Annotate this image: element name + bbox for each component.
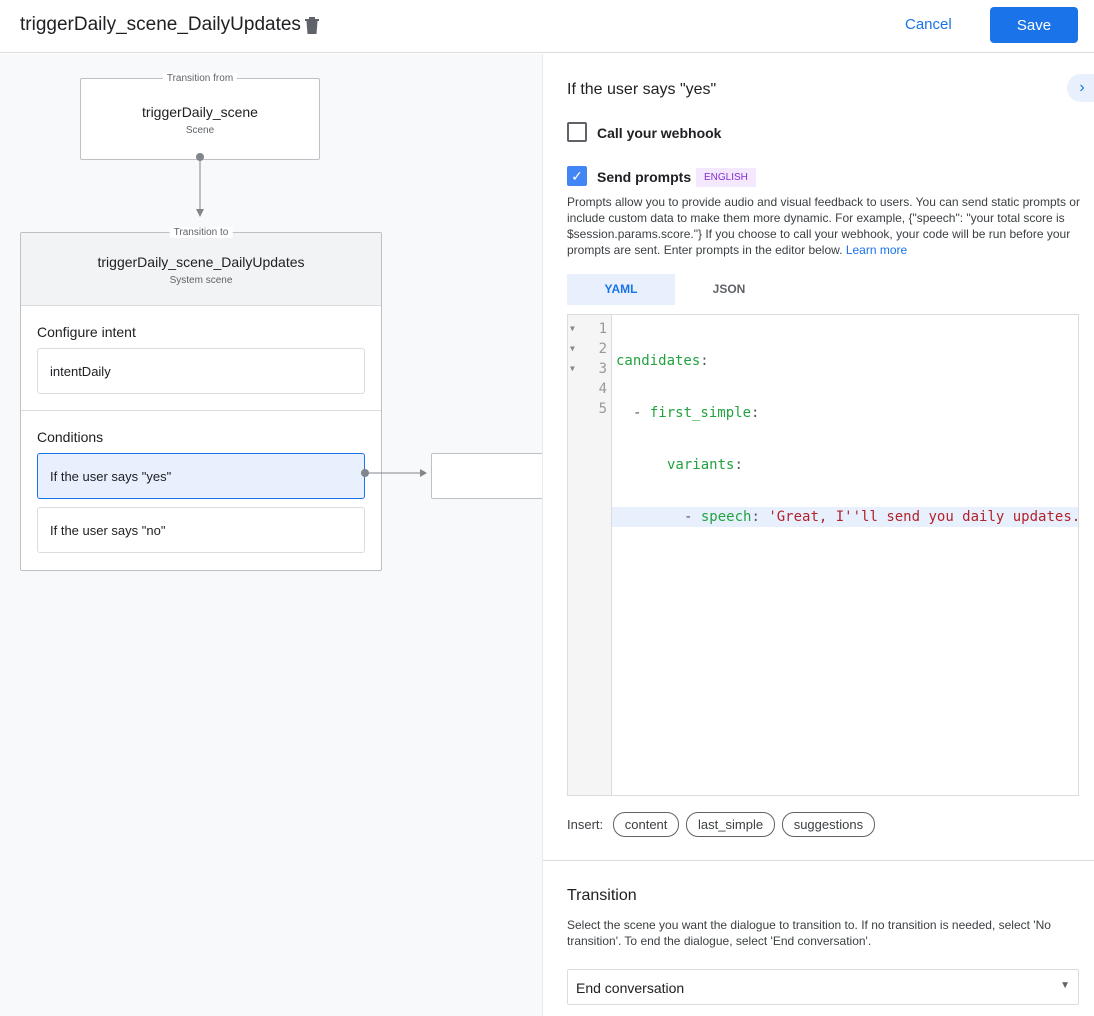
transition-description: Select the scene you want the dialogue t… [567,918,1051,948]
configure-intent-heading: Configure intent [37,324,136,340]
fold-icon[interactable]: ▼ [570,324,575,333]
insert-suggestions-chip[interactable]: suggestions [781,812,876,837]
code-editor[interactable]: ▼ 1 ▼ 2 ▼ 3 4 5 candidates: - first_simple:… [567,314,1079,796]
transition-heading: Transition [567,887,637,904]
from-scene-name: triggerDaily_scene [142,104,258,120]
line-gutter: ▼ 1 ▼ 2 ▼ 3 4 5 [568,315,612,795]
line-number: 2 [598,341,607,357]
learn-more-link[interactable]: Learn more [845,243,908,257]
prompts-description: Prompts allow you to provide audio and v… [567,195,1080,257]
tab-yaml[interactable]: YAML [567,274,675,305]
header-bar: triggerDaily_scene_DailyUpdates Cancel S… [0,0,1094,53]
webhook-checkbox[interactable] [567,122,587,142]
insert-label: Insert: [567,817,604,832]
from-scene-type: Scene [185,125,215,136]
condition-connector [361,469,427,477]
empty-target-node[interactable] [431,453,542,499]
language-badge: ENGLISH [696,168,756,187]
detail-panel: › If the user says "yes" Call your webho… [542,54,1094,1016]
flow-canvas: Transition from triggerDaily_scene Scene… [0,54,542,1016]
intent-item[interactable]: intentDaily [37,348,365,394]
line-number: 4 [598,381,607,397]
transition-from-node[interactable]: Transition from triggerDaily_scene Scene [80,73,320,160]
prompts-checkbox[interactable]: ✓ [567,166,587,186]
panel-heading: If the user says "yes" [567,81,717,98]
connector-arrow [196,153,204,217]
chevron-right-icon[interactable]: › [1067,74,1094,102]
conditions-heading: Conditions [37,429,104,445]
transition-from-label: Transition from [162,73,238,84]
insert-last-simple-chip[interactable]: last_simple [686,812,776,837]
condition-no[interactable]: If the user says "no" [37,507,365,553]
prompts-label: Send prompts [597,169,692,185]
cancel-button[interactable]: Cancel [905,16,952,33]
fold-icon[interactable]: ▼ [570,344,575,353]
to-scene-name: triggerDaily_scene_DailyUpdates [97,254,305,270]
code-content: candidates: - first_simple: variants: - … [612,319,1078,611]
line-number: 5 [598,401,607,417]
save-button[interactable]: Save [990,7,1078,43]
page-title: triggerDaily_scene_DailyUpdates [20,14,301,35]
condition-yes[interactable]: If the user says "yes" [37,453,365,499]
line-number: 1 [598,321,607,337]
transition-to-node: Transition to triggerDaily_scene_DailyUp… [20,227,382,571]
trash-icon[interactable] [304,15,320,35]
transition-select[interactable]: End conversation ▼ [567,969,1079,1005]
transition-to-label: Transition to [169,227,233,238]
insert-content-chip[interactable]: content [612,812,680,837]
dropdown-arrow-icon: ▼ [1060,980,1070,991]
to-scene-type: System scene [169,275,233,286]
tab-json[interactable]: JSON [712,282,746,296]
line-number: 3 [598,361,607,377]
fold-icon[interactable]: ▼ [570,364,575,373]
webhook-label: Call your webhook [597,125,722,141]
transition-selected-value: End conversation [576,980,685,996]
